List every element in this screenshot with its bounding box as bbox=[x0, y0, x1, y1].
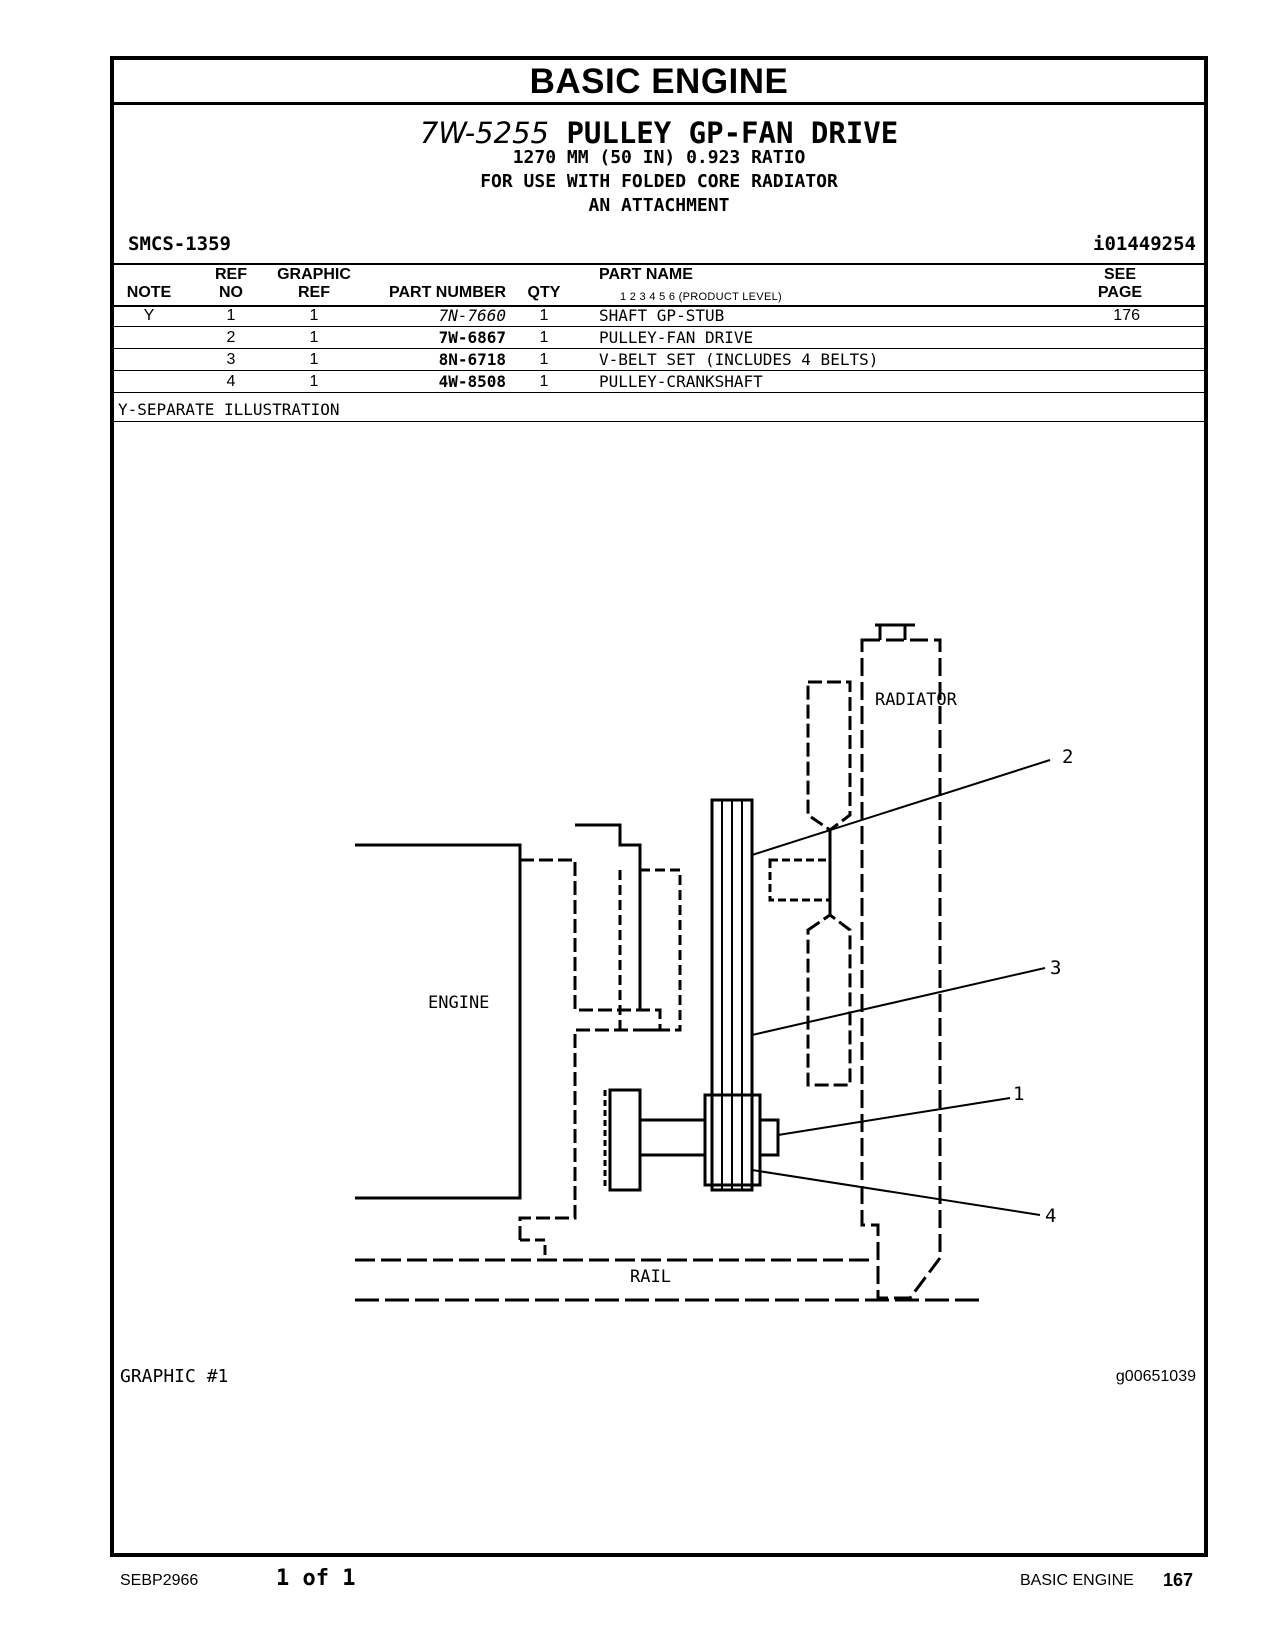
row-ref: 4 bbox=[226, 373, 236, 390]
row-graphic: 1 bbox=[309, 373, 319, 390]
group-title: 7W-5255 PULLEY GP-FAN DRIVE bbox=[114, 116, 1204, 150]
document-id: i01449254 bbox=[1093, 233, 1196, 255]
engine-outline bbox=[355, 843, 522, 1200]
header-see-bottom: PAGE bbox=[1097, 284, 1143, 301]
row-ref: 1 bbox=[226, 307, 236, 324]
fan-blade-lower bbox=[806, 913, 852, 1087]
row-graphic: 1 bbox=[309, 351, 319, 368]
label-radiator: RADIATOR bbox=[875, 690, 958, 710]
graphic-caption: GRAPHIC #1 bbox=[120, 1366, 229, 1387]
leader-3 bbox=[751, 967, 1046, 1036]
table-row: 2 1 7W-6867 1 PULLEY-FAN DRIVE bbox=[114, 327, 1204, 349]
header-product-levels: 1 2 3 4 5 6 (PRODUCT LEVEL) bbox=[620, 291, 782, 303]
row-part-name: PULLEY-CRANKSHAFT bbox=[599, 372, 763, 391]
notes-divider bbox=[114, 421, 1204, 422]
callout-2: 2 bbox=[1062, 746, 1073, 768]
table-row: Y 1 1 7N-7660 1 SHAFT GP-STUB 176 bbox=[114, 305, 1204, 327]
section-header: BASIC ENGINE bbox=[114, 60, 1204, 105]
front-plate bbox=[575, 823, 642, 1010]
table-row: 4 1 4W-8508 1 PULLEY-CRANKSHAFT bbox=[114, 371, 1204, 393]
header-ref-top: REF bbox=[215, 266, 247, 283]
row-graphic: 1 bbox=[309, 307, 319, 324]
row-part-name: V-BELT SET (INCLUDES 4 BELTS) bbox=[599, 350, 879, 369]
header-graphic-bottom: REF bbox=[298, 284, 330, 301]
subtitle-line-1: 1270 MM (50 IN) 0.923 RATIO bbox=[512, 147, 806, 168]
header-part-number: PART NUMBER bbox=[388, 284, 506, 301]
row-part-name: SHAFT GP-STUB bbox=[599, 306, 725, 325]
table-row: 3 1 8N-6718 1 V-BELT SET (INCLUDES 4 BEL… bbox=[114, 349, 1204, 371]
footer-page-number: 167 bbox=[1163, 1570, 1194, 1590]
row-part-number: 4W-8508 bbox=[438, 372, 506, 391]
header-see-top: SEE bbox=[1103, 266, 1136, 283]
table-header: NOTE REF NO GRAPHIC REF PART NUMBER QTY … bbox=[114, 263, 1204, 307]
footer-section: BASIC ENGINE bbox=[1020, 1572, 1134, 1589]
row-graphic: 1 bbox=[309, 329, 319, 346]
radiator-outline bbox=[860, 638, 942, 1300]
row-qty: 1 bbox=[539, 329, 549, 346]
row-qty: 1 bbox=[539, 307, 549, 324]
subtitle-line-2: FOR USE WITH FOLDED CORE RADIATOR bbox=[480, 171, 838, 192]
row-note: Y bbox=[143, 307, 155, 324]
callout-3: 3 bbox=[1050, 957, 1061, 979]
row-ref: 3 bbox=[226, 351, 236, 368]
fan-hub bbox=[768, 858, 832, 902]
footer-doc-code: SEBP2966 bbox=[120, 1572, 199, 1589]
label-engine: ENGINE bbox=[428, 993, 489, 1013]
callout-4: 4 bbox=[1045, 1205, 1056, 1227]
stub-shaft-flange bbox=[608, 1088, 642, 1192]
callout-1: 1 bbox=[1013, 1083, 1024, 1105]
fan-blade-upper bbox=[806, 680, 852, 832]
header-graphic-top: GRAPHIC bbox=[277, 266, 351, 283]
page-frame: BASIC ENGINE 7W-5255 PULLEY GP-FAN DRIVE… bbox=[110, 56, 1208, 1557]
group-part-number: 7W-5255 bbox=[419, 116, 549, 150]
label-rail: RAIL bbox=[630, 1267, 671, 1287]
leader-2 bbox=[751, 759, 1051, 856]
row-part-number: 7N-7660 bbox=[438, 306, 506, 325]
row-part-number: 7W-6867 bbox=[438, 328, 506, 347]
row-qty: 1 bbox=[539, 373, 549, 390]
header-qty: QTY bbox=[527, 284, 561, 301]
row-ref: 2 bbox=[226, 329, 236, 346]
section-title: BASIC ENGINE bbox=[529, 62, 789, 101]
leader-1 bbox=[777, 1097, 1011, 1136]
radiator-cap bbox=[878, 623, 907, 640]
footer-page-of: 1 of 1 bbox=[276, 1566, 356, 1591]
smcs-code: SMCS-1359 bbox=[128, 233, 231, 255]
stub-shaft bbox=[640, 1118, 780, 1157]
row-part-name: PULLEY-FAN DRIVE bbox=[599, 328, 754, 347]
row-see-page: 176 bbox=[1113, 307, 1140, 324]
group-name: PULLEY GP-FAN DRIVE bbox=[566, 116, 899, 150]
header-part-name: PART NAME bbox=[599, 266, 693, 283]
notes-text: Y-SEPARATE ILLUSTRATION bbox=[118, 400, 340, 419]
leader-4 bbox=[751, 1169, 1041, 1216]
subtitle-line-3: AN ATTACHMENT bbox=[588, 195, 730, 216]
header-note: NOTE bbox=[126, 284, 172, 301]
header-ref-bottom: NO bbox=[219, 284, 243, 301]
crankshaft-pulley bbox=[703, 1093, 762, 1187]
row-qty: 1 bbox=[539, 351, 549, 368]
graphic-id: g00651039 bbox=[1115, 1368, 1196, 1385]
row-part-number: 8N-6718 bbox=[438, 350, 506, 369]
